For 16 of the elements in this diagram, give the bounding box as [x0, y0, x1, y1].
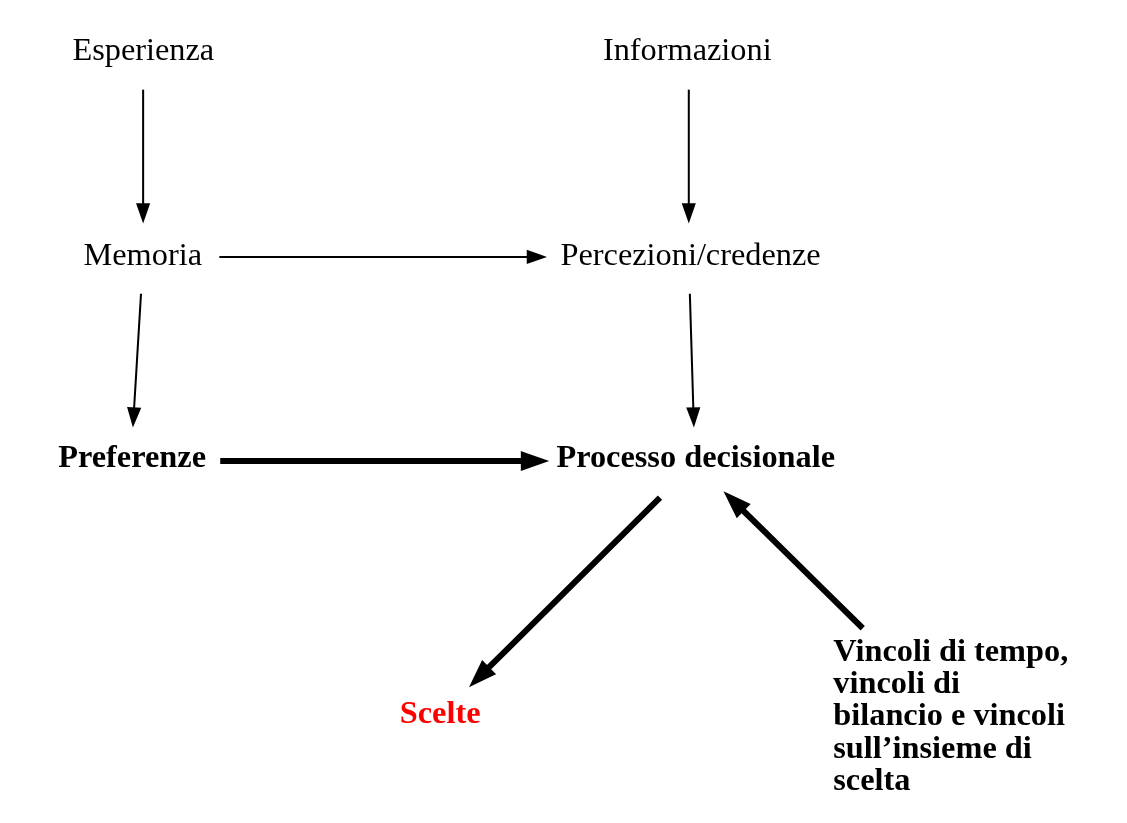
arrow [126, 293, 142, 428]
node-text: Vincoli di tempo, vincoli di bilancio e vincoli sull’insieme di scelta [832, 631, 1068, 798]
node-text: Processo decisionale [555, 437, 835, 474]
arrow [218, 249, 547, 264]
arrow [135, 89, 150, 224]
arrow [219, 451, 549, 471]
node-text: Percezioni/credenze [559, 235, 821, 272]
node-text: Preferenze [57, 437, 206, 474]
arrow [468, 495, 662, 688]
node-text: Scelte [399, 694, 481, 731]
arrow [685, 293, 700, 428]
node-text: Memoria [83, 235, 202, 272]
arrow [722, 491, 865, 631]
node-text: Informazioni [602, 31, 772, 68]
arrow [681, 89, 696, 224]
node-text: Esperienza [71, 31, 214, 68]
